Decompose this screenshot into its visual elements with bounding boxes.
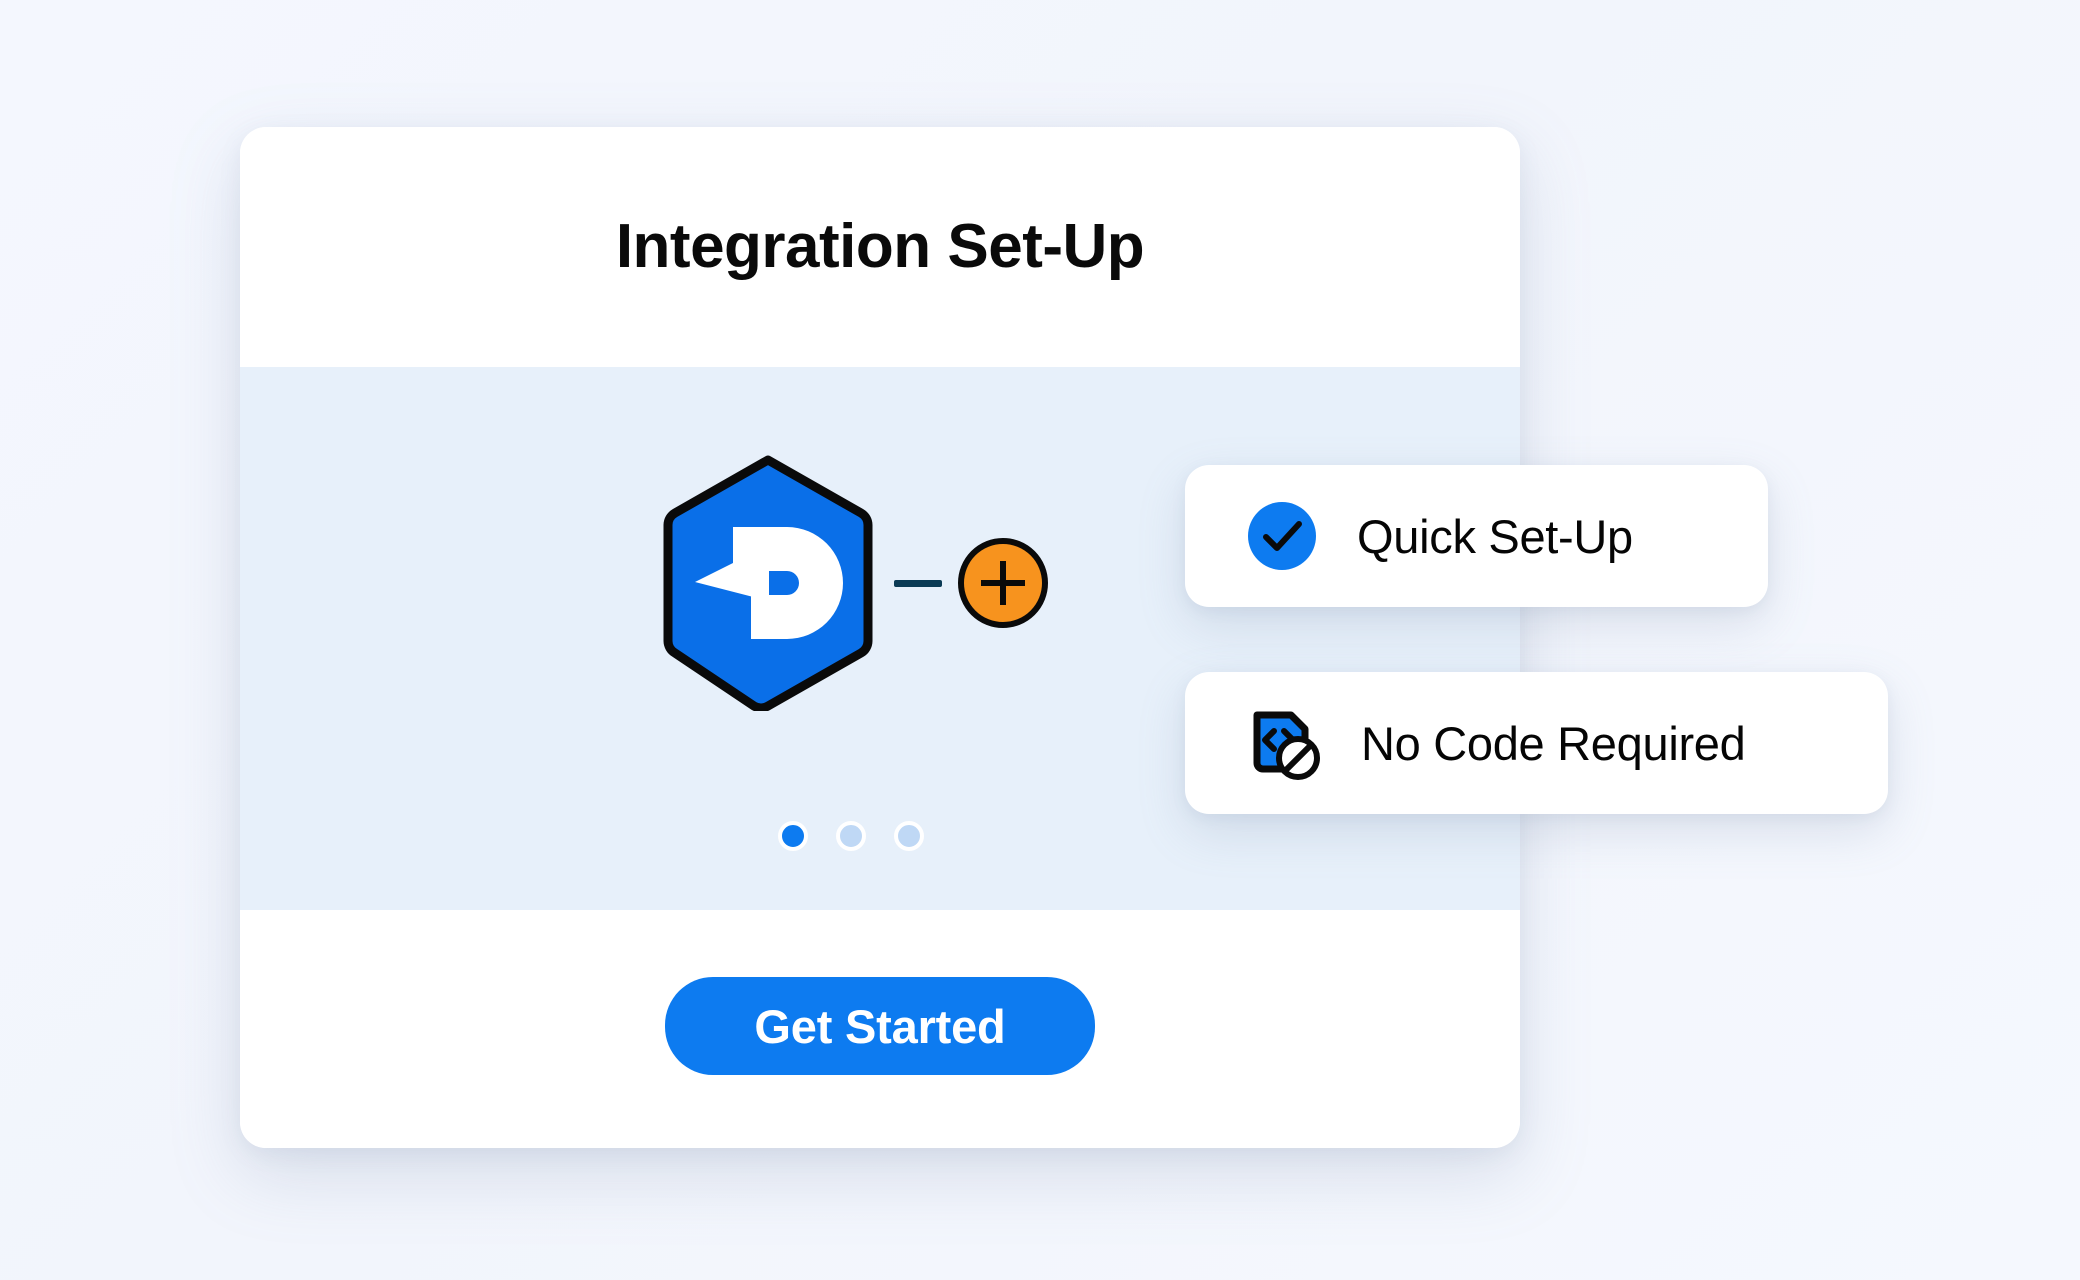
card-illustration-band	[240, 367, 1520, 910]
card-footer: Get Started	[240, 910, 1520, 1148]
add-plus-badge[interactable]	[955, 535, 1051, 631]
carousel-dot-2[interactable]	[836, 821, 866, 851]
connector-line	[894, 579, 942, 587]
card-header: Integration Set-Up	[240, 127, 1520, 367]
check-circle-icon	[1248, 502, 1316, 570]
page-title: Integration Set-Up	[615, 212, 1145, 281]
feature-label-quick-setup: Quick Set-Up	[1357, 509, 1633, 563]
no-code-icon	[1253, 711, 1320, 780]
get-started-button[interactable]: Get Started	[665, 977, 1095, 1075]
app-hexagon-logo	[663, 455, 873, 711]
feature-card-quick-setup[interactable]: Quick Set-Up	[1185, 465, 1768, 607]
feature-card-no-code[interactable]: No Code Required	[1185, 672, 1888, 814]
feature-label-no-code: No Code Required	[1361, 716, 1746, 770]
integration-logo-cluster	[240, 455, 1520, 711]
carousel-dot-3[interactable]	[894, 821, 924, 851]
carousel-dots	[240, 821, 1520, 851]
carousel-dot-1[interactable]	[778, 821, 808, 851]
integration-setup-card: Integration Set-Up	[240, 127, 1520, 1148]
